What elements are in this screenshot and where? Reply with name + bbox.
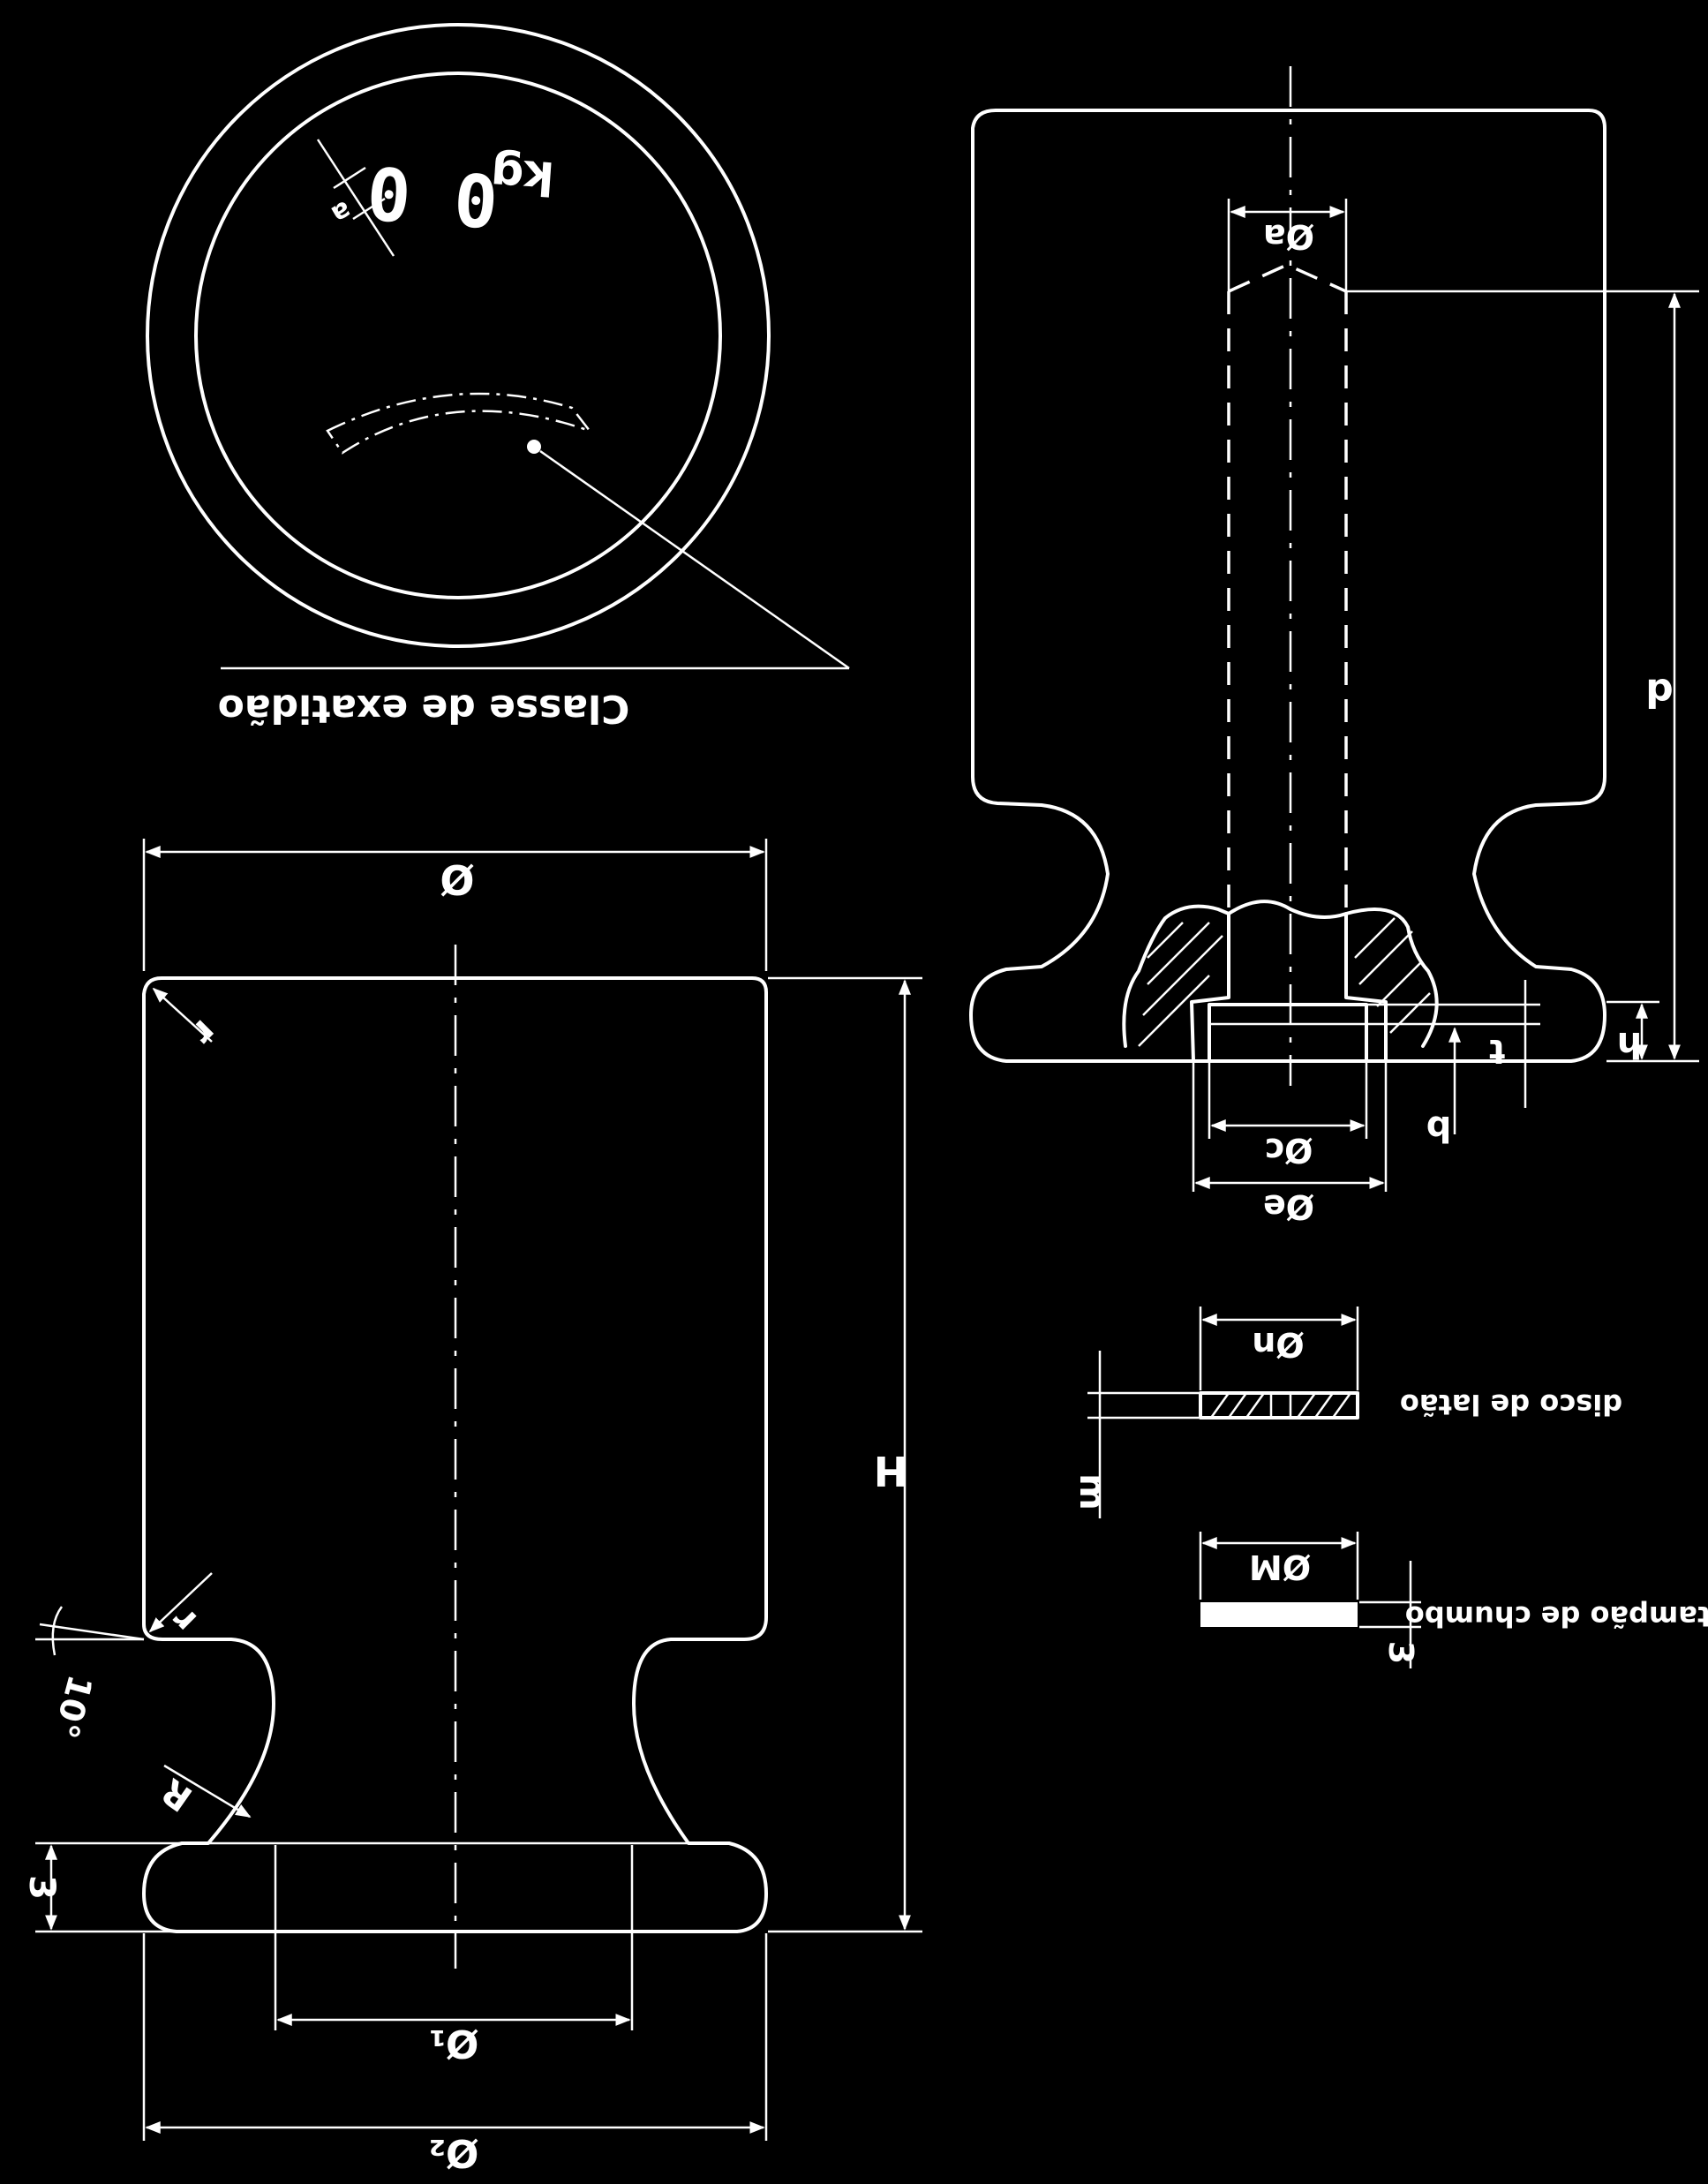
hatch-4 [1138, 975, 1210, 1047]
plug-height-label: h [1617, 1024, 1642, 1065]
front-fillet-leader [163, 1764, 252, 1819]
hatch-1 [1147, 922, 1184, 959]
mass-text-dim-line [316, 139, 395, 257]
front-angle-label: 10° [46, 1671, 100, 1743]
disc-hatch-2 [1227, 1392, 1248, 1419]
disc-hatch-3 [1245, 1392, 1266, 1419]
thread-label: t [1489, 1032, 1505, 1071]
disc-hatch-6 [1331, 1392, 1352, 1419]
plug-seat [1208, 1003, 1368, 1063]
front-diameter-label: Ø [440, 855, 474, 903]
mass-text-dim-label: a [326, 194, 357, 230]
accuracy-class-label: Classe de exatidão [218, 686, 630, 731]
mass-text-dim-tick-1 [333, 166, 366, 190]
disc-hatch-4 [1296, 1392, 1317, 1419]
hatch-8 [1389, 992, 1431, 1034]
lead-plug-detail: ØM 3 tampão de chumbo [1199, 1532, 1708, 1668]
plug-diam-label: ØM [1249, 1548, 1311, 1586]
front-fillet-label: R [154, 1770, 200, 1819]
outer-diam-label: Øe [1263, 1187, 1314, 1226]
mass-text-dim-tick-2 [352, 197, 386, 221]
hatch-5 [1354, 917, 1396, 959]
disc-hatch-1 [1209, 1392, 1230, 1419]
accuracy-class-leader [539, 449, 850, 670]
top-view-outer-circle [146, 23, 771, 648]
front-radius-bottom-leader [148, 1572, 213, 1633]
plug-label: tampão de chumbo [1405, 1600, 1708, 1633]
inner-diam-label: Øc [1265, 1131, 1313, 1170]
top-view-inner-circle [194, 72, 722, 599]
cavity-top [1227, 900, 1348, 919]
hatch-6 [1358, 930, 1413, 985]
cutout-outline [1122, 904, 1439, 1063]
accuracy-class-arc [326, 392, 593, 455]
brass-disc [1199, 1391, 1359, 1420]
hatch-7 [1376, 961, 1422, 1007]
front-angle-arc [51, 1606, 64, 1656]
front-view: Ø H r r 10° R 3 Ø₁ Ø₂ [21, 839, 922, 2175]
mass-unit: kg [489, 147, 556, 205]
front-angle-ref-line-2 [39, 1623, 145, 1641]
bore-tip-hidden [1228, 263, 1347, 293]
front-base-diam-label: Ø₂ [429, 2130, 479, 2175]
section-view-outline [969, 109, 1606, 1063]
accuracy-class-dot [527, 440, 541, 454]
disc-thk-label: m [1072, 1473, 1112, 1510]
brass-disc-detail: Øn m disco de latão [1072, 1307, 1622, 1518]
bore-diam-label: Øa [1263, 217, 1314, 256]
bore-depth-label: d [1645, 670, 1674, 715]
plug-thk-label: 3 [1381, 1641, 1420, 1664]
front-radius-top-label: r [184, 1012, 225, 1053]
front-neck-label: Ø₁ [429, 2021, 479, 2066]
top-view: Classe de exatidão 0 0 kg a [146, 23, 850, 731]
front-base-label: 3 [21, 1875, 62, 1900]
counterbore-label: b [1426, 1108, 1452, 1148]
mass-value: 0 0 [365, 149, 500, 242]
disc-label: disco de latão [1400, 1388, 1622, 1421]
lead-plug [1200, 1602, 1358, 1627]
front-view-outline [142, 976, 768, 1933]
disc-diam-label: Øn [1252, 1325, 1304, 1364]
front-radius-top-leader [152, 987, 213, 1043]
section-view: Øa d h t b Øc Øe [969, 66, 1699, 1226]
front-height-label: H [874, 1447, 908, 1495]
disc-hatch-5 [1313, 1392, 1335, 1419]
hatch-2 [1147, 922, 1210, 985]
section-cutout [1122, 900, 1439, 1063]
hatch-3 [1142, 935, 1223, 1016]
front-radius-bottom-label: r [163, 1600, 205, 1641]
